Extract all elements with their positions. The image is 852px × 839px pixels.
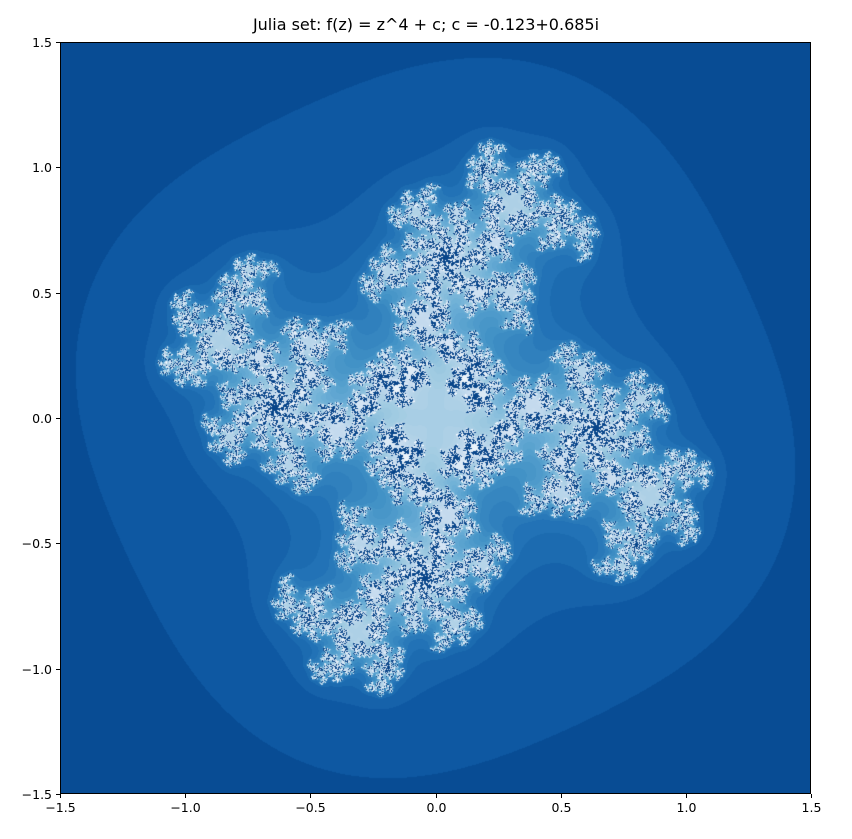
x-tick-label: −1.0 xyxy=(170,800,200,815)
x-tick-label: −1.5 xyxy=(45,800,75,815)
y-tick-label: −0.5 xyxy=(22,536,52,551)
y-tick-label: 0.5 xyxy=(32,286,52,301)
y-tick-label: 0.0 xyxy=(32,411,52,426)
y-tick-label: −1.5 xyxy=(22,787,52,802)
axes-frame xyxy=(60,42,811,794)
chart-title: Julia set: f(z) = z^4 + c; c = -0.123+0.… xyxy=(252,15,600,34)
x-tick-label: 1.0 xyxy=(677,800,697,815)
x-tick-label: 0.5 xyxy=(552,800,572,815)
x-tick-label: 0.0 xyxy=(427,800,447,815)
y-axis-ticks: −1.5 −1.0 −0.5 0.0 0.5 1.0 1.5 xyxy=(22,35,60,802)
julia-set-image xyxy=(60,42,811,794)
y-tick-label: 1.5 xyxy=(32,35,52,50)
x-axis-ticks: −1.5 −1.0 −0.5 0.0 0.5 1.0 1.5 xyxy=(45,794,821,815)
y-tick-label: −1.0 xyxy=(22,662,52,677)
y-tick-label: 1.0 xyxy=(32,160,52,175)
x-tick-label: −0.5 xyxy=(295,800,325,815)
x-tick-label: 1.5 xyxy=(802,800,822,815)
